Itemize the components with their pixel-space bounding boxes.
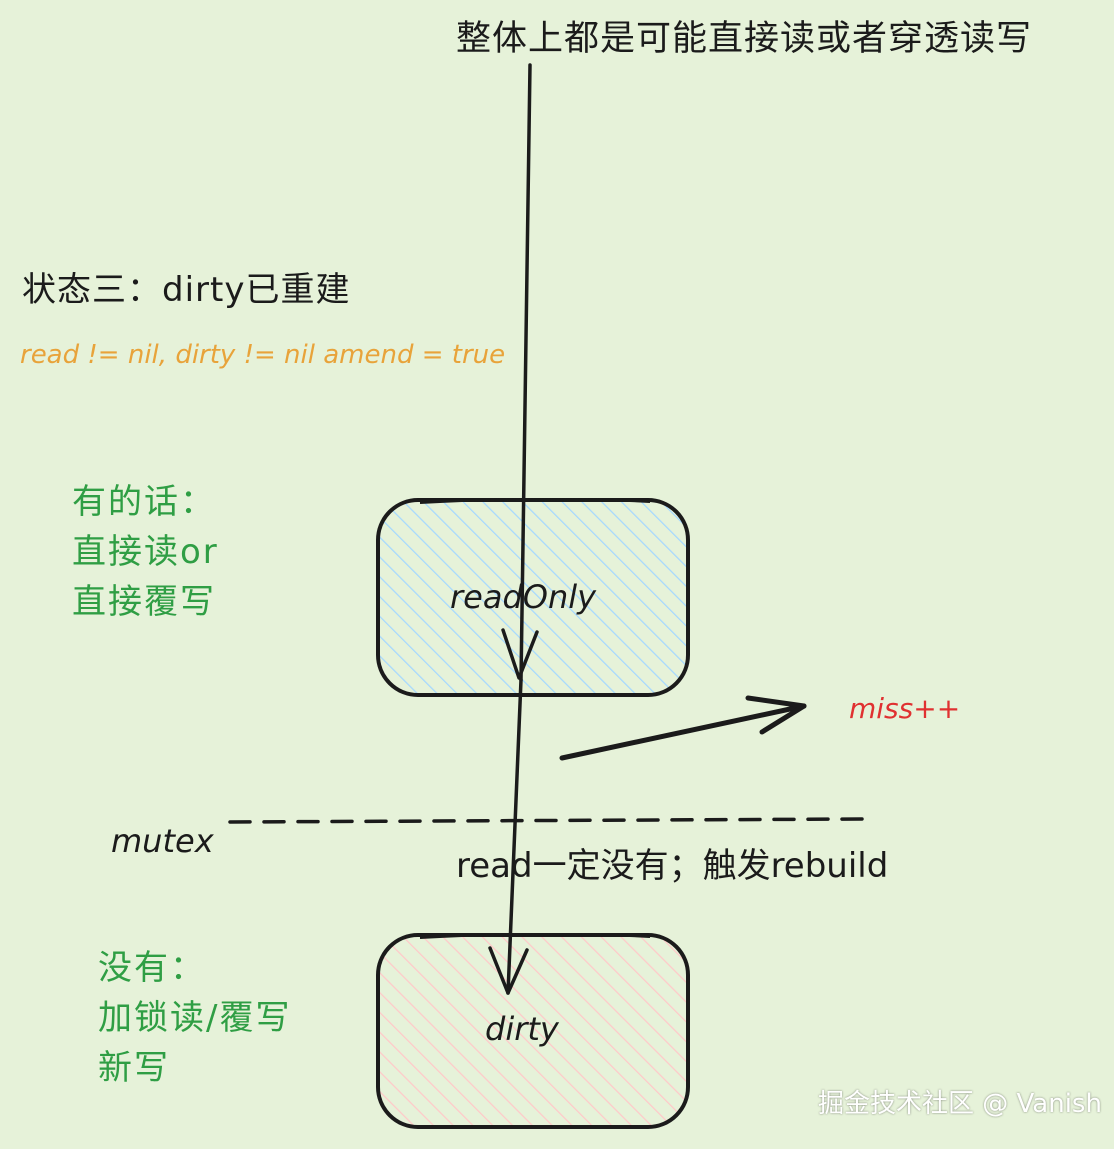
state-condition: read != nil, dirty != nil amend = true bbox=[20, 340, 506, 370]
top-note: 整体上都是可能直接读或者穿透读写 bbox=[456, 19, 1033, 59]
read-only-label: readOnly bbox=[450, 578, 597, 616]
hit-note-line-2: 直接读or bbox=[72, 532, 219, 572]
miss-arrow bbox=[559, 695, 807, 761]
miss-note-line-3: 新写 bbox=[98, 1048, 170, 1088]
mutex-label: mutex bbox=[111, 822, 214, 860]
main-flow-arrow bbox=[488, 63, 539, 995]
read-only-box bbox=[376, 498, 690, 697]
miss-note-line-2: 加锁读/覆写 bbox=[98, 998, 292, 1038]
mutex-divider bbox=[228, 817, 864, 824]
dirty-label: dirty bbox=[485, 1010, 559, 1048]
hit-note-line-1: 有的话： bbox=[72, 482, 216, 522]
watermark: 掘金技术社区 @ Vanish bbox=[818, 1089, 1102, 1119]
miss-label: miss++ bbox=[849, 692, 961, 725]
state-title: 状态三：dirty已重建 bbox=[22, 270, 351, 310]
rebuild-note: read一定没有；触发rebuild bbox=[456, 846, 889, 886]
dirty-box bbox=[376, 933, 690, 1129]
hit-note-line-3: 直接覆写 bbox=[72, 582, 216, 622]
miss-note-line-1: 没有： bbox=[98, 948, 206, 988]
